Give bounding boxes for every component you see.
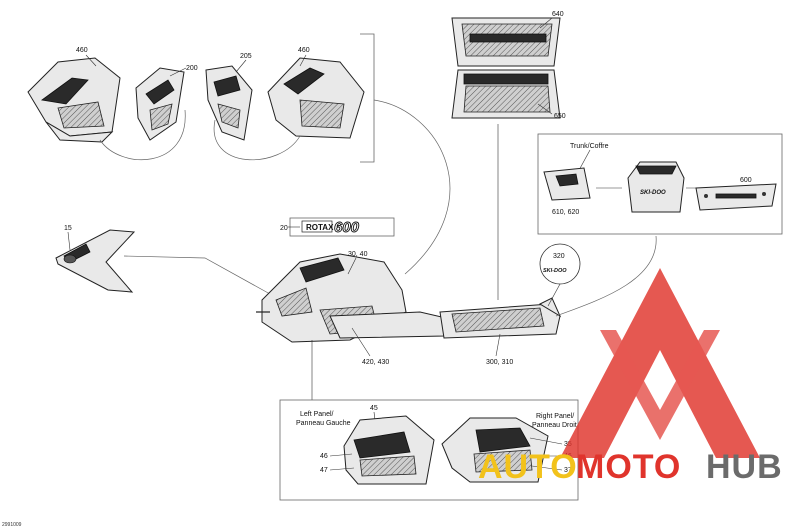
label-640: 640 (552, 11, 564, 18)
label-trunk: Trunk/Coffre (570, 143, 609, 150)
trunk-body: SKI-DOO (627, 161, 685, 213)
label-30-40: 30, 40 (348, 251, 368, 258)
tunnel-decal-300 (439, 297, 562, 339)
logo-decal-circle-320 (539, 243, 581, 285)
label-600: 600 (740, 177, 752, 184)
label-left-panel-1: Left Panel/ (300, 411, 334, 418)
right-panel (441, 417, 549, 483)
running-board-decal-640 (451, 17, 561, 67)
label-610-620: 610, 620 (552, 209, 579, 216)
link-curve-460-200 (99, 109, 186, 160)
bracket-top-group (360, 33, 375, 163)
running-board-decal-650 (451, 69, 561, 119)
label-300-310: 300, 310 (486, 359, 513, 366)
rotax-600-text: 600 (334, 219, 360, 236)
label-420-430: 420, 430 (362, 359, 389, 366)
label-47: 47 (320, 467, 328, 474)
label-205: 205 (240, 53, 252, 60)
front-side-piece-205 (205, 65, 253, 141)
label-460-right: 460 (298, 47, 310, 54)
left-panel (343, 415, 435, 485)
trunk-side-decal-610 (543, 167, 591, 201)
drawing-code: 2991009 (2, 522, 22, 528)
watermark-text: AUTO MOTO HUB (478, 448, 783, 486)
trunk-rear-decal-600 (695, 183, 777, 211)
watermark-word-hub: HUB (706, 448, 783, 486)
link-curve-top-group-to-hood (373, 99, 451, 275)
trunk-detail-box (537, 133, 783, 235)
hood-assembly (256, 253, 447, 343)
label-320: 320 (553, 253, 565, 260)
watermark-word-auto: AUTO (478, 448, 578, 486)
label-200: 200 (186, 65, 198, 72)
watermark-logo (560, 268, 760, 458)
rotax-text: ROTAX (306, 223, 334, 232)
trunk-skidoo-logo: SKI-DOO (640, 190, 666, 196)
front-side-piece-200 (135, 67, 185, 141)
label-46-left: 46 (320, 453, 328, 460)
label-right-panel-2: Panneau Droit (532, 422, 577, 429)
label-45: 45 (370, 405, 378, 412)
label-37: 37 (564, 467, 572, 474)
label-20: 20 (280, 225, 288, 232)
label-left-panel-2: Panneau Gauche (296, 420, 351, 427)
side-panel-left-460 (27, 57, 121, 143)
watermark-word-moto: MOTO (576, 448, 681, 486)
circle-skidoo-logo: SKI-DOO (543, 268, 567, 274)
watermark-triangle-outer (560, 268, 760, 458)
label-460-left: 460 (76, 47, 88, 54)
side-panel-right-460 (267, 57, 365, 139)
label-650: 650 (554, 113, 566, 120)
label-right-panel-1: Right Panel/ (536, 413, 574, 420)
watermark-m-stroke (600, 330, 720, 440)
link-curve-trunk-to-tunnel (555, 235, 657, 317)
link-curve-15-to-hood (123, 255, 271, 295)
label-15: 15 (64, 225, 72, 232)
nose-decal-15 (55, 229, 136, 293)
